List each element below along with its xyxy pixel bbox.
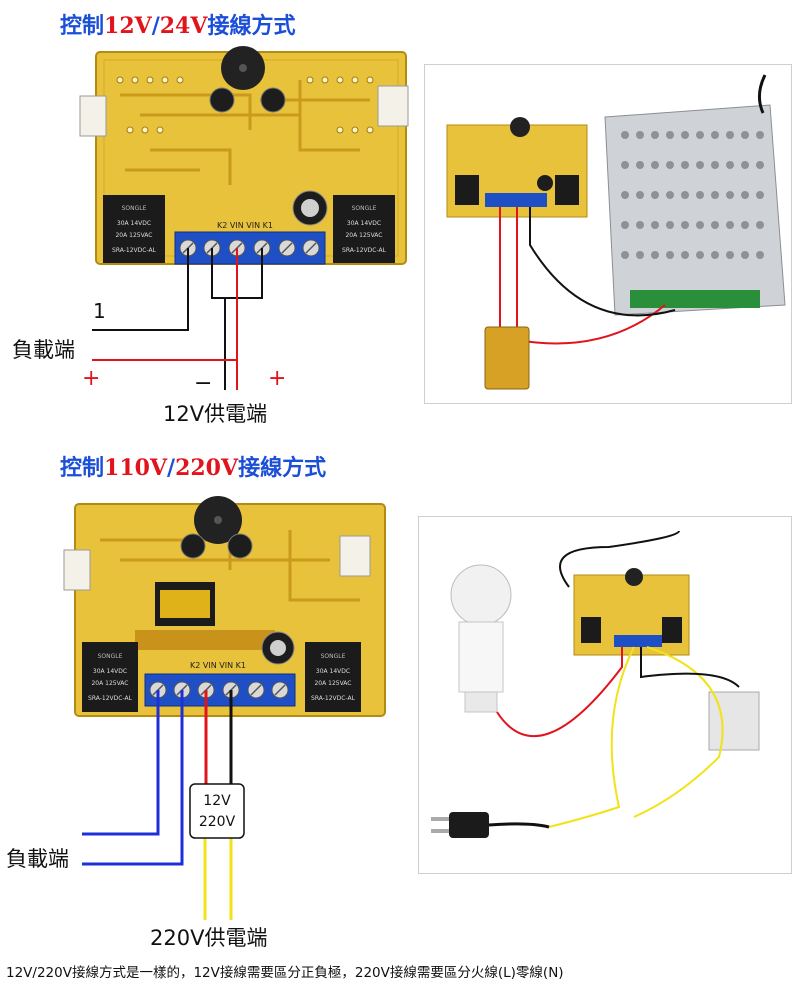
section2-heading-v2: 220V: [175, 455, 239, 481]
relay-spec: 30A 14VDC: [117, 220, 151, 227]
light-bulb: [450, 564, 512, 713]
relay-spec: 20A 125VAC: [345, 232, 382, 239]
section1-wiring-diagram: SONGLE 30A 14VDC 20A 125VAC SRA-12VDC-AL…: [79, 46, 409, 396]
photo-12v-illustration: [446, 74, 786, 390]
section1-heading-prefix: 控制: [60, 13, 105, 39]
relay-right: SONGLE 30A 14VDC 20A 125VAC SRA-12VDC-AL: [305, 642, 361, 712]
capacitor: [209, 87, 235, 113]
voltage-box: 12V 220V: [189, 783, 245, 839]
relay-spec: 20A 125VAC: [91, 680, 128, 687]
section2-wiring-diagram: SONGLE 30A 14VDC 20A 125VAC SRA-12VDC-AL…: [63, 496, 386, 920]
relay-spec: 30A 14VDC: [347, 220, 381, 227]
connector: [63, 549, 91, 591]
terminal-tags: K2 VIN VIN K1: [217, 221, 273, 230]
section1-heading: 控制12V/24V接線方式: [60, 8, 295, 40]
controller-board-photo: [573, 568, 690, 656]
section1-heading-v2: 24V: [159, 13, 208, 39]
relay-model: SRA-12VDC-AL: [342, 247, 387, 254]
wiring-220v: [82, 690, 233, 920]
photo-12v-setup: [424, 64, 792, 404]
capacitor: [180, 533, 206, 559]
relay-brand: SONGLE: [352, 205, 377, 212]
relay-left: SONGLE 30A 14VDC 20A 125VAC SRA-12VDC-AL: [82, 642, 138, 712]
connector: [377, 85, 409, 127]
terminal-block: [144, 673, 296, 707]
power-plug: [431, 812, 550, 838]
controller-board-220v: SONGLE 30A 14VDC 20A 125VAC SRA-12VDC-AL…: [63, 496, 386, 717]
section2-load-label: 負載端: [6, 847, 69, 871]
wiring-12v: [92, 248, 263, 390]
wire-number-label: 1: [93, 299, 106, 323]
capacitor: [227, 533, 253, 559]
relay-left: SONGLE 30A 14VDC 20A 125VAC SRA-12VDC-AL: [103, 195, 165, 263]
photo-220v-illustration: [431, 530, 760, 838]
relay-model: SRA-12VDC-AL: [112, 247, 157, 254]
relay-brand: SONGLE: [321, 653, 346, 660]
relay-brand: SONGLE: [122, 205, 147, 212]
section2-heading-sep: /: [167, 455, 176, 481]
relay-model: SRA-12VDC-AL: [88, 695, 133, 702]
section2-heading-prefix: 控制: [60, 455, 105, 481]
connector: [79, 95, 107, 137]
section1-heading-v1: 12V: [104, 13, 152, 39]
section1-supply-label: 12V供電端: [163, 402, 268, 426]
heater-pad: [484, 326, 530, 390]
supply-minus-sign: −: [194, 371, 212, 396]
section2-supply-label: 220V供電端: [150, 926, 268, 950]
relay-spec: 20A 125VAC: [314, 680, 351, 687]
relay-spec: 20A 125VAC: [115, 232, 152, 239]
connector: [339, 535, 371, 577]
power-supply-unit: [604, 104, 786, 316]
section1-load-label: 負載端: [12, 338, 75, 362]
photo-220v-setup: [418, 516, 792, 874]
section2-heading-v1: 110V: [104, 455, 168, 481]
voltage-box-line2: 220V: [199, 814, 236, 830]
supply-plus-sign: +: [268, 366, 286, 391]
section2-heading-suffix: 接線方式: [238, 455, 327, 481]
terminal-block: [174, 231, 326, 265]
section1-heading-sep: /: [151, 13, 160, 39]
section1-heading-suffix: 接線方式: [207, 13, 296, 39]
relay-model: SRA-12VDC-AL: [311, 695, 356, 702]
controller-board-12v: SONGLE 30A 14VDC 20A 125VAC SRA-12VDC-AL…: [79, 46, 409, 265]
load-plus-sign: +: [82, 366, 100, 391]
relay-spec: 30A 14VDC: [316, 668, 350, 675]
controller-board-photo: [446, 117, 588, 218]
terminal-tags: K2 VIN VIN K1: [190, 661, 246, 670]
capacitor: [260, 87, 286, 113]
relay-spec: 30A 14VDC: [93, 668, 127, 675]
voltage-box-line1: 12V: [203, 793, 231, 809]
relay-brand: SONGLE: [98, 653, 123, 660]
section2-heading: 控制110V/220V接線方式: [60, 450, 326, 482]
transformer: [155, 582, 215, 626]
footer-note: 12V/220V接線方式是一樣的，12V接線需要區分正負極，220V接線需要區分…: [6, 965, 564, 981]
relay-right: SONGLE 30A 14VDC 20A 125VAC SRA-12VDC-AL: [333, 195, 395, 263]
